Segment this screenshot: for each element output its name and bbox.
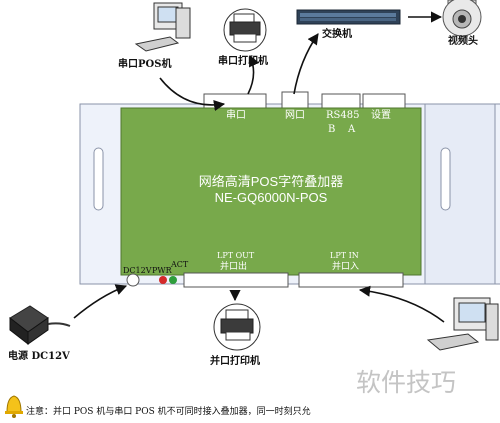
bottom-connectors [126,272,404,288]
serial-port-label: 串口 [226,110,246,121]
camera-icon [442,0,482,37]
watermark: 软件技巧 [356,369,457,397]
arrow-parallel-pos [358,285,445,323]
parallel-pos-icon [426,297,499,351]
dc12v-port-label: DC12V [123,266,152,275]
pwr-led-label: PWR [152,266,172,275]
arrow-power [73,284,128,319]
act-led-label: ACT [171,260,189,269]
parallel-printer-icon [213,303,261,351]
arrow-serial-pos [159,77,226,112]
connection-arrows [73,11,445,323]
power-adapter-icon [9,305,71,346]
bell-icon [5,395,23,418]
lpt-out-en-label: LPT OUT [217,251,255,260]
pwr-led [159,276,167,284]
serial-printer-icon [223,8,267,52]
arrow-switch [293,33,319,95]
network-port-label: 网口 [285,110,305,121]
arrow-serial-printer [247,54,260,95]
top-connectors [203,91,406,109]
act-led [169,276,177,284]
rs485-b-label: B [328,124,336,135]
switch-icon [296,9,401,25]
serial-printer-label: 串口打印机 [218,56,268,67]
rs485-a-label: A [348,124,356,135]
note-text: 注意：并口 POS 机与串口 POS 机不可同时接入叠加器，同一时刻只允 [26,407,311,417]
switch-label: 交换机 [322,29,352,40]
lpt-out-cn-label: 并口出 [220,262,248,272]
serial-pos-label: 串口POS机 [118,59,172,70]
serial-pos-icon [134,2,191,52]
rs485-port-label: RS485 [326,110,360,121]
lpt-in-cn-label: 并口入 [332,262,360,272]
device-title: 网络高清POS字符叠加器 [198,174,344,189]
lpt-in-en-label: LPT IN [330,251,359,260]
settings-port-label: 设置 [371,110,391,121]
power-label: 电源 DC12V [8,351,70,362]
camera-label: 视频头 [448,36,478,47]
device-model: NE-GQ6000N-POS [214,190,328,205]
parallel-printer-label: 并口打印机 [210,356,260,367]
